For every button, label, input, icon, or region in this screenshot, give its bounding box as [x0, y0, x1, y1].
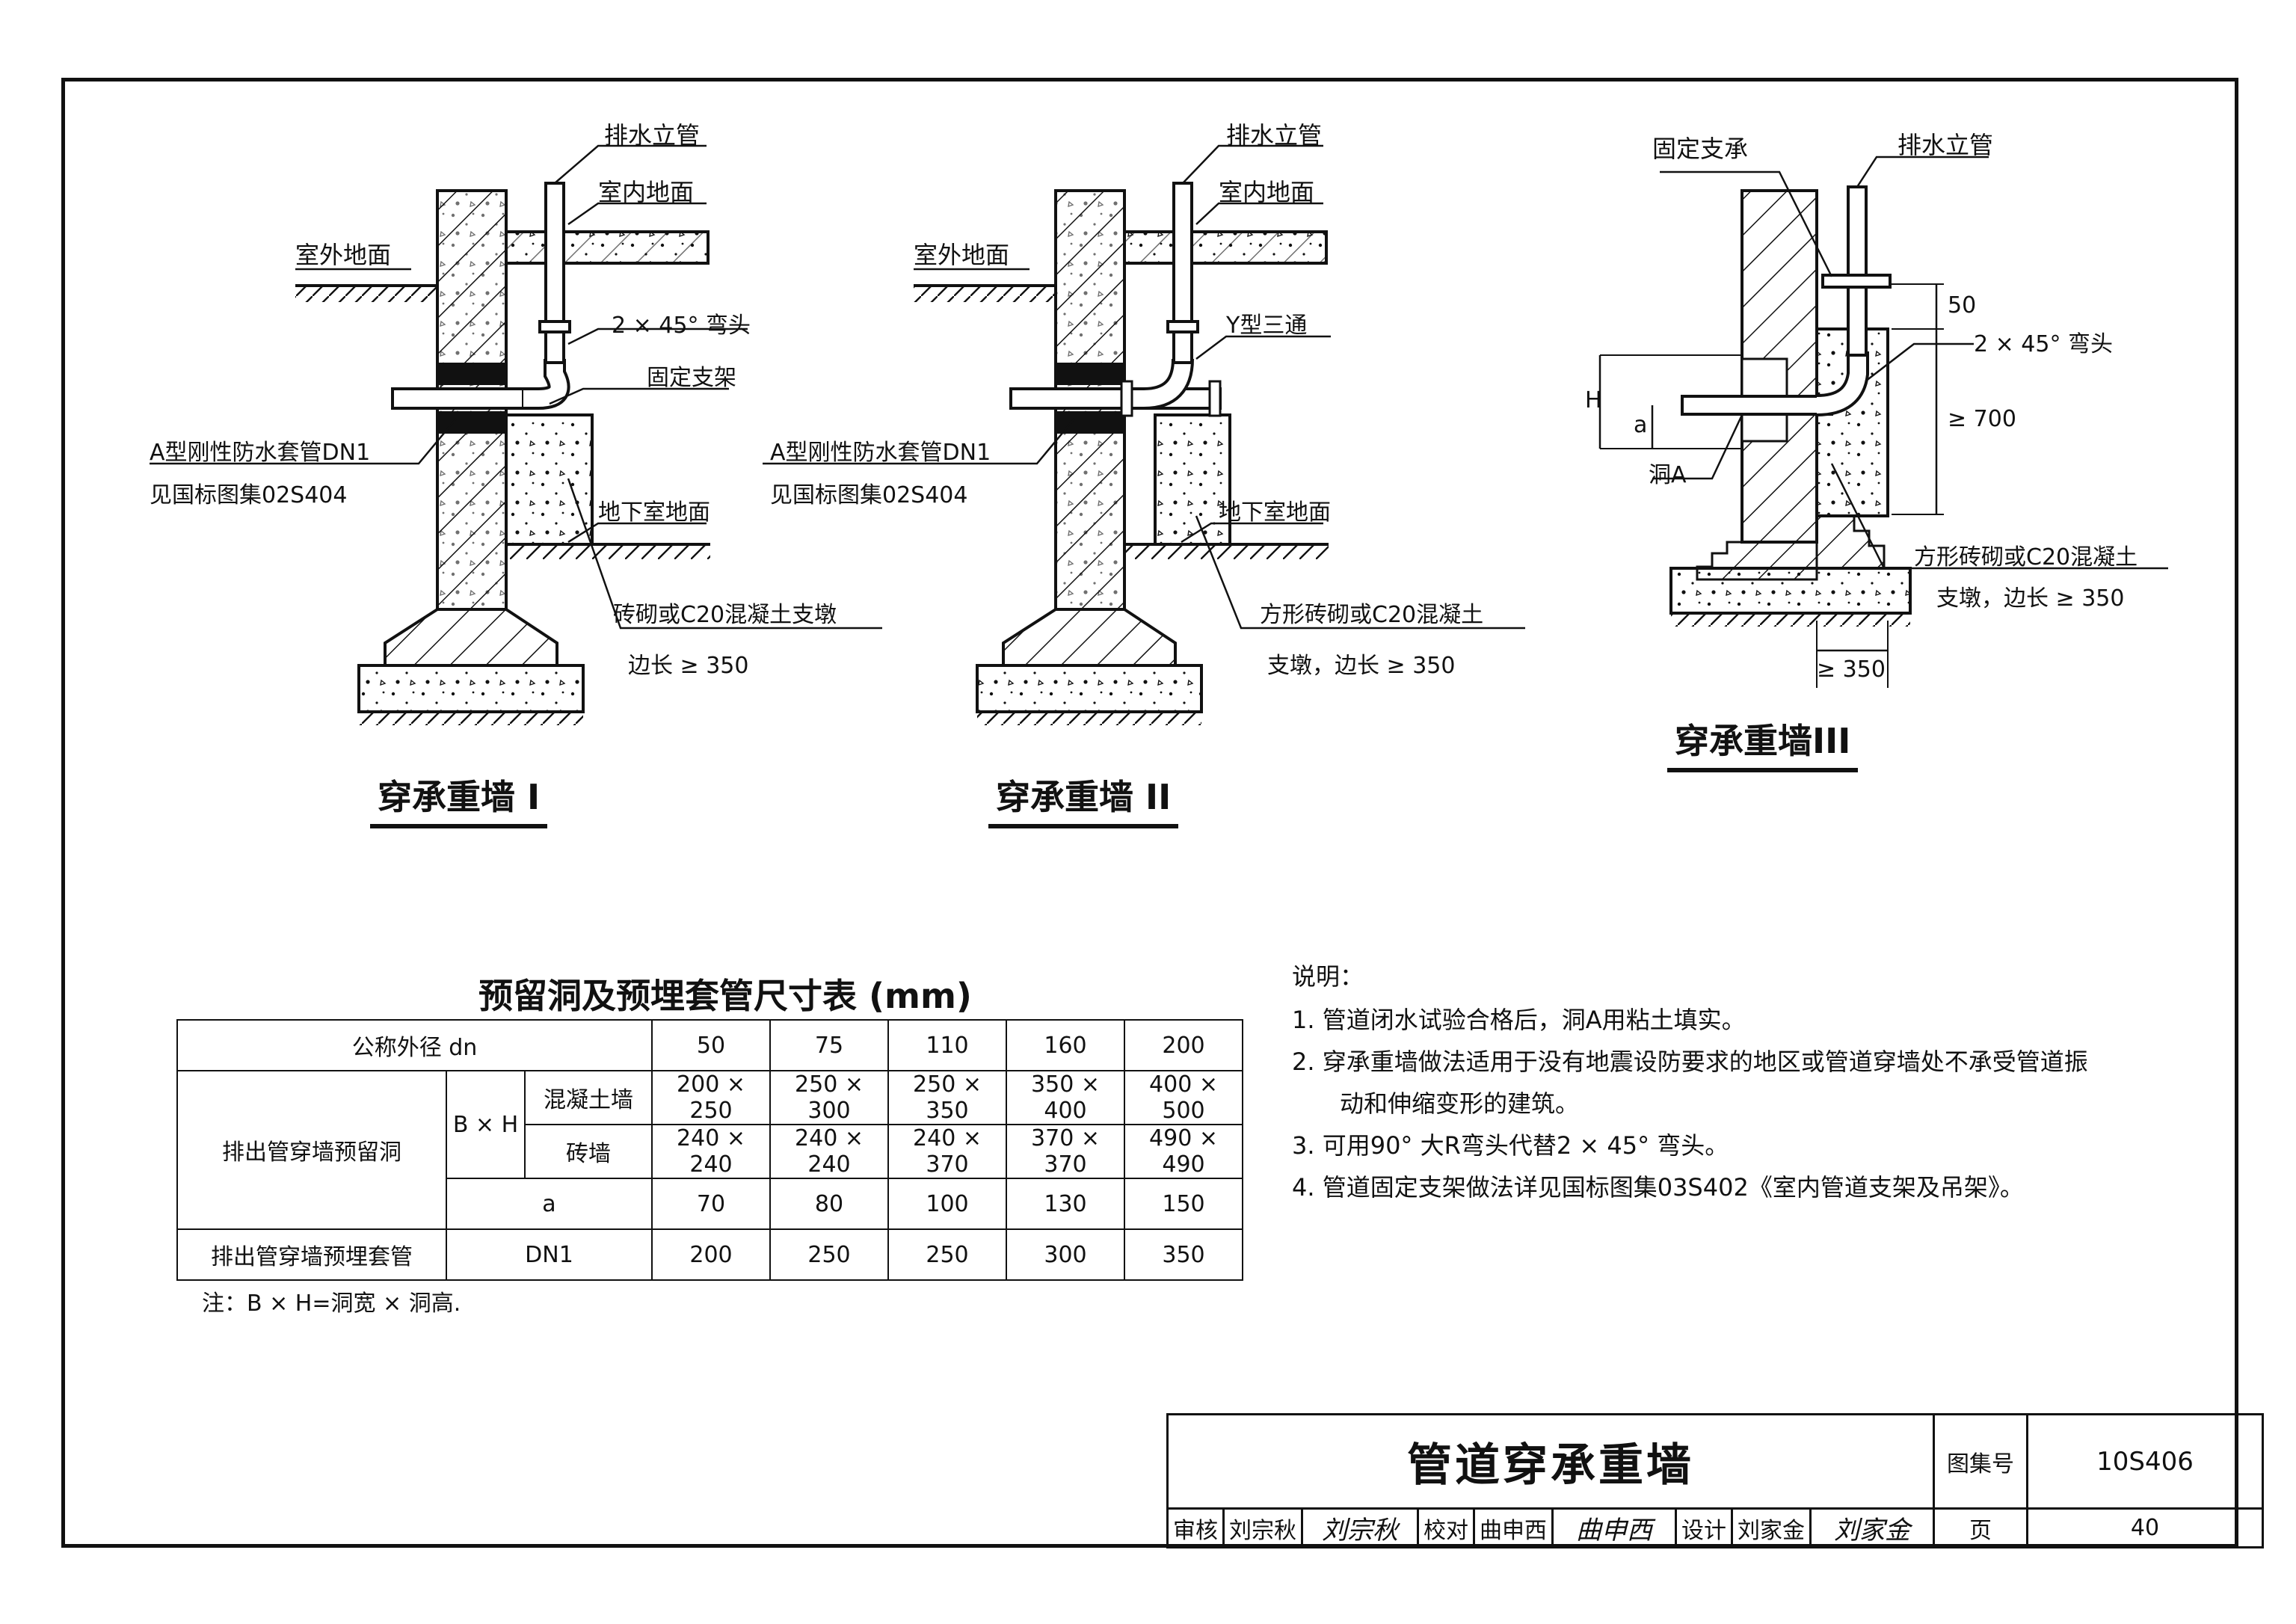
sleeve-label-2: A型刚性防水套管DN1: [770, 440, 991, 466]
drawing-frame: [61, 78, 2238, 1548]
explanation-item: 3. 可用90° 大R弯头代替2 × 45° 弯头。: [1292, 1131, 1729, 1160]
designer-signature: 刘家金: [1809, 1507, 1935, 1548]
explanation-item: 4. 管道固定支架做法详见国标图集03S402《室内管道支架及吊架》。: [1292, 1173, 2024, 1202]
pier-label: 砖砌或C20混凝土支墩: [613, 602, 837, 628]
square-pier-side-label-3: 支墩，边长 ≥ 350: [1936, 585, 2124, 612]
basement-floor-label: 地下室地面: [598, 499, 710, 526]
standard-ref-label: 见国标图集02S404: [150, 482, 347, 508]
wall1-labels: 排水立管 室内地面 室外地面 2 × 45° 弯头 固定支架 A型刚性防水套管D…: [150, 121, 837, 679]
square-pier-label: 方形砖砌或C20混凝土: [1260, 602, 1483, 628]
table-row: 砖墙 240 × 240 240 × 240 240 × 370 370 × 3…: [177, 1124, 1243, 1179]
dim-350-label: ≥ 350: [1817, 656, 1886, 683]
dim-50-label: 50: [1948, 292, 1976, 319]
pier-side-label: 边长 ≥ 350: [628, 653, 748, 679]
wall2-title: 穿承重墙 II: [988, 770, 1179, 828]
indoor-floor-label-2: 室内地面: [1219, 178, 1314, 206]
designer: 刘家金: [1731, 1507, 1812, 1548]
basement-floor-label-2: 地下室地面: [1219, 499, 1331, 526]
wall-section-2: [763, 144, 1525, 725]
explanation: 说明： 1. 管道闭水试验合格后，洞A用粘土填实。 2. 穿承重墙做法适用于没有…: [1292, 956, 2099, 1208]
atlas-number: 10S406: [2026, 1413, 2264, 1510]
brick-label: 砖墙: [524, 1124, 653, 1179]
wall3-title: 穿承重墙III: [1667, 714, 1859, 772]
wall-section-3: [1598, 156, 2168, 688]
outdoor-ground-label: 室外地面: [295, 241, 391, 269]
concrete-label: 混凝土墙: [524, 1070, 653, 1125]
drain-riser-label: 排水立管: [604, 121, 700, 150]
y-tee-label: Y型三通: [1225, 313, 1307, 339]
a-label: a: [446, 1178, 653, 1230]
outdoor-ground-label-2: 室外地面: [914, 241, 1009, 269]
sleeve-label: A型刚性防水套管DN1: [150, 440, 370, 466]
checker-signature: 曲申西: [1551, 1507, 1677, 1548]
table-row: a 70 80 100 130 150: [177, 1178, 1243, 1230]
table-note: 注：B × H=洞宽 × 洞高.: [202, 1291, 461, 1317]
check-label: 校对: [1417, 1507, 1475, 1548]
review-label: 审核: [1166, 1507, 1225, 1548]
wall-section-1: [150, 144, 882, 725]
page-number: 40: [2026, 1507, 2264, 1548]
square-pier-side-label: 支墩，边长 ≥ 350: [1267, 653, 1455, 679]
drain-riser-label-2: 排水立管: [1226, 121, 1322, 150]
explanation-item: 2. 穿承重墙做法适用于没有地震设防要求的地区或管道穿墙处不承受管道振动和伸缩变…: [1292, 1048, 2088, 1118]
checker: 曲申西: [1473, 1507, 1554, 1548]
fixed-support-label: 固定支承: [1652, 135, 1748, 163]
bxh-label: B × H: [446, 1070, 526, 1179]
design-label: 设计: [1675, 1507, 1733, 1548]
elbow-label: 2 × 45° 弯头: [612, 313, 751, 339]
elbow-label-3: 2 × 45° 弯头: [1974, 331, 2113, 357]
title-block: 管道穿承重墙 图集号 10S406 审核 刘宗秋 刘宗秋 校对 曲申西 曲申西 …: [1166, 1413, 2264, 1548]
explanation-heading: 说明：: [1292, 962, 1364, 991]
table-title: 预留洞及预埋套管尺寸表 (mm): [478, 976, 972, 1016]
fixed-bracket-label: 固定支架: [647, 365, 736, 391]
wall1-title: 穿承重墙 I: [370, 770, 548, 828]
reviewer: 刘宗秋: [1222, 1507, 1303, 1548]
table-row: 公称外径 dn 50 75 110 160 200: [176, 1019, 1243, 1071]
reviewer-signature: 刘宗秋: [1301, 1507, 1419, 1548]
row-group-hole: 排出管穿墙预留洞: [176, 1070, 447, 1230]
wall3-labels: 排水立管 固定支承 2 × 45° 弯头 洞A H a 50 ≥ 700 ≥ 3…: [1585, 131, 2138, 683]
atlas-label: 图集号: [1933, 1413, 2028, 1510]
indoor-floor-label: 室内地面: [598, 178, 694, 206]
explanation-item: 1. 管道闭水试验合格后，洞A用粘土填实。: [1292, 1006, 1746, 1034]
table-row: 排出管穿墙预埋套管 DN1 200 250 250 300 350: [176, 1228, 1243, 1281]
dimension-table: 公称外径 dn 50 75 110 160 200 排出管穿墙预留洞 B × H…: [176, 1019, 1243, 1281]
hole-a-label: 洞A: [1649, 462, 1687, 488]
standard-ref-label-2: 见国标图集02S404: [770, 482, 967, 508]
page-label: 页: [1933, 1507, 2028, 1548]
dn1-label: DN1: [446, 1228, 653, 1281]
col-header: 公称外径 dn: [176, 1019, 653, 1071]
dim-h-label: H: [1585, 387, 1602, 413]
section-drawings: 排水立管 室内地面 室外地面 2 × 45° 弯头 固定支架 A型刚性防水套管D…: [150, 121, 2168, 725]
table-row: 排出管穿墙预留洞 B × H 混凝土墙 200 × 250 250 × 300 …: [176, 1070, 1243, 1230]
dim-700-label: ≥ 700: [1948, 406, 2016, 432]
drawing-title: 管道穿承重墙: [1166, 1413, 1935, 1510]
dim-a-label: a: [1634, 412, 1647, 438]
row-group-sleeve: 排出管穿墙预埋套管: [176, 1228, 447, 1281]
wall2-labels: 排水立管 室内地面 室外地面 Y型三通 A型刚性防水套管DN1 见国标图集02S…: [770, 121, 1483, 679]
square-pier-label-3: 方形砖砌或C20混凝土: [1914, 544, 2138, 570]
drain-riser-label-3: 排水立管: [1898, 131, 1993, 159]
